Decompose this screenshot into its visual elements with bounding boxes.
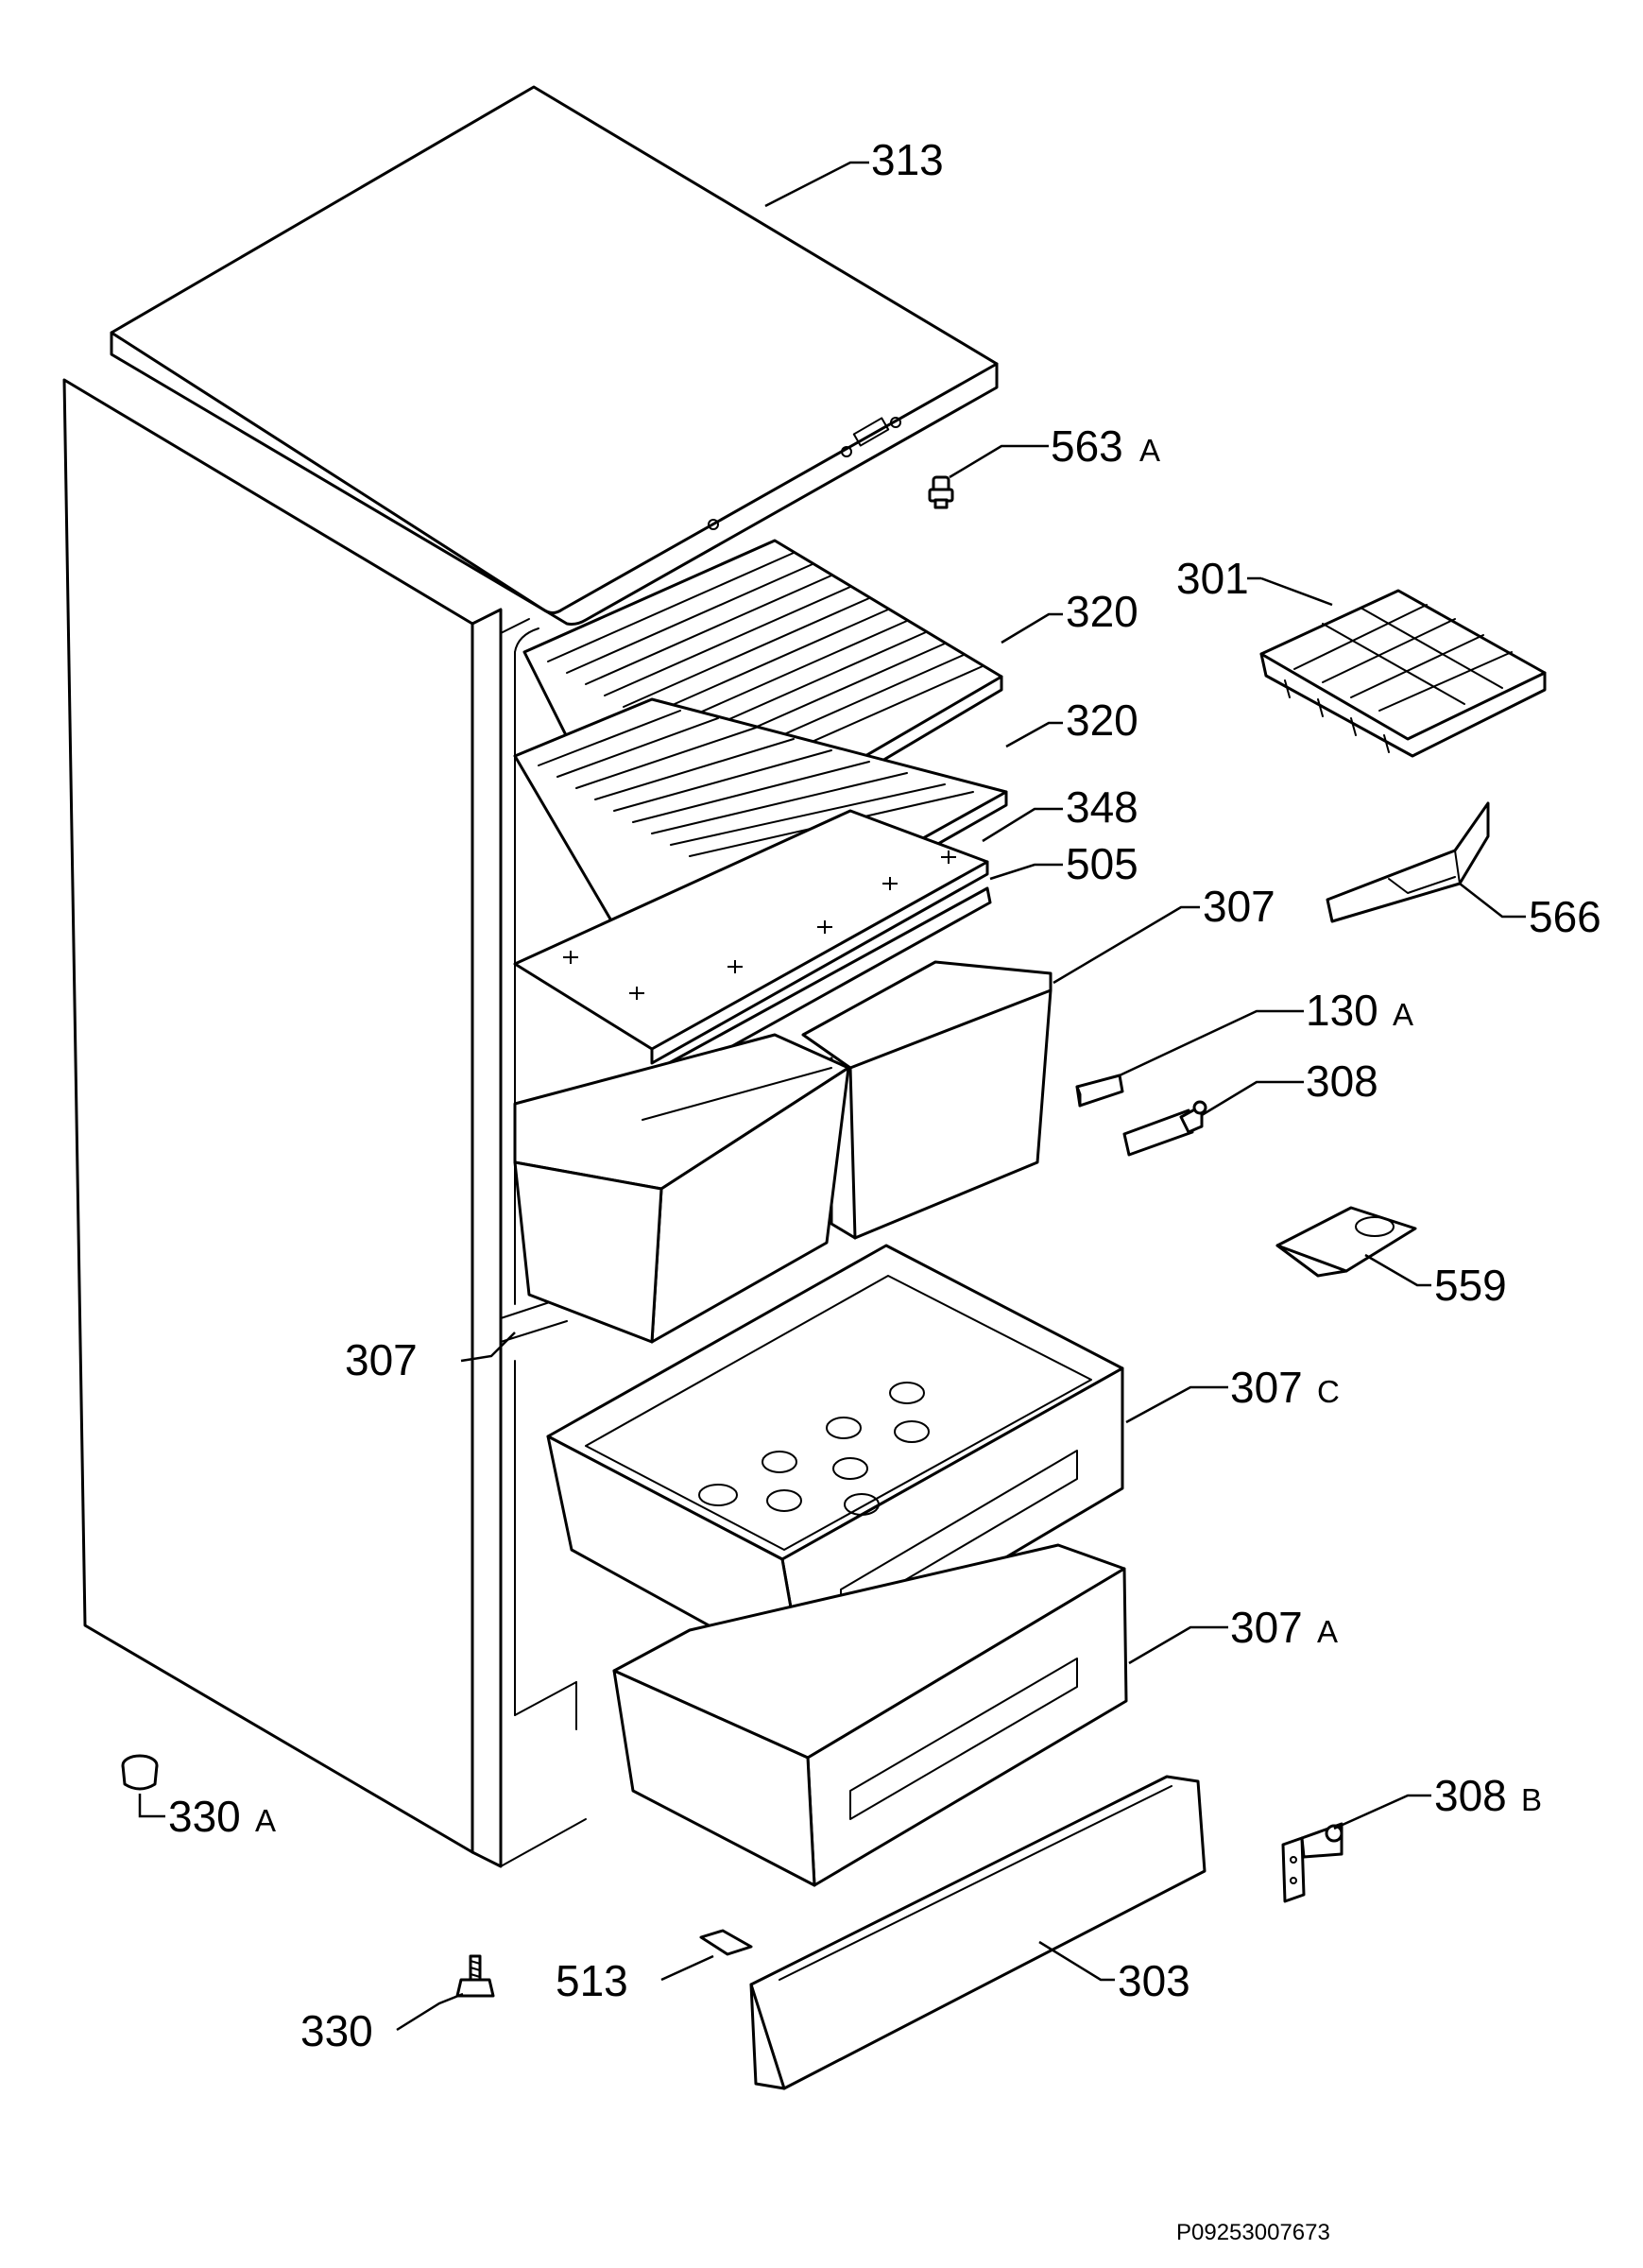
label-320-upper: 320: [1066, 587, 1138, 636]
label-307a: 307: [1230, 1603, 1303, 1652]
label-505: 505: [1066, 839, 1138, 888]
label-307a-suffix: A: [1317, 1614, 1338, 1649]
drawer-307-upper-right: [801, 960, 1053, 1240]
label-330: 330: [300, 2006, 373, 2055]
label-563-suffix: A: [1139, 433, 1160, 468]
cover-559: [1275, 1206, 1417, 1278]
label-330a-suffix: A: [255, 1803, 276, 1838]
drawer-307-upper-left: [513, 1033, 850, 1344]
door-flap-303: [749, 1775, 1207, 2090]
label-513: 513: [556, 1956, 628, 2005]
ice-tray-301: [1259, 589, 1547, 758]
cabinet-body: [62, 378, 587, 1868]
hinge-308: [1122, 1100, 1207, 1157]
label-348: 348: [1066, 782, 1138, 832]
label-307c: 307: [1230, 1363, 1303, 1412]
leader-lines: [138, 161, 1526, 2032]
label-330a: 330: [168, 1792, 241, 1841]
hinge-308b: [1281, 1822, 1343, 1903]
label-303: 303: [1118, 1956, 1190, 2005]
foot-cap-330a: [121, 1754, 159, 1791]
label-308b-suffix: B: [1521, 1782, 1542, 1817]
drawer-307a: [612, 1543, 1128, 1887]
label-307c-suffix: C: [1317, 1374, 1340, 1409]
part-130a: [1075, 1074, 1124, 1108]
label-313: 313: [871, 135, 944, 184]
wire-shelf-320-lower: [513, 697, 1008, 989]
knob-563a: [928, 475, 954, 509]
label-566: 566: [1529, 892, 1601, 941]
clip-513: [699, 1929, 753, 1956]
part-labels: 313 563 A 301 320 320 348 505 307 566 13…: [168, 135, 1601, 2245]
ice-scraper-566: [1326, 801, 1490, 923]
label-559: 559: [1434, 1261, 1507, 1310]
label-130-suffix: A: [1393, 997, 1413, 1032]
label-301: 301: [1176, 554, 1249, 603]
label-130: 130: [1306, 986, 1378, 1035]
label-320-lower: 320: [1066, 696, 1138, 745]
label-308b: 308: [1434, 1771, 1507, 1820]
drawing-code: P09253007673: [1176, 2220, 1330, 2245]
label-307-top: 307: [1203, 882, 1275, 931]
label-308: 308: [1306, 1057, 1378, 1106]
top-cover-313: [110, 85, 999, 626]
label-563: 563: [1051, 421, 1123, 471]
adjustable-foot-330: [455, 1954, 495, 1998]
label-307-left: 307: [345, 1335, 418, 1384]
